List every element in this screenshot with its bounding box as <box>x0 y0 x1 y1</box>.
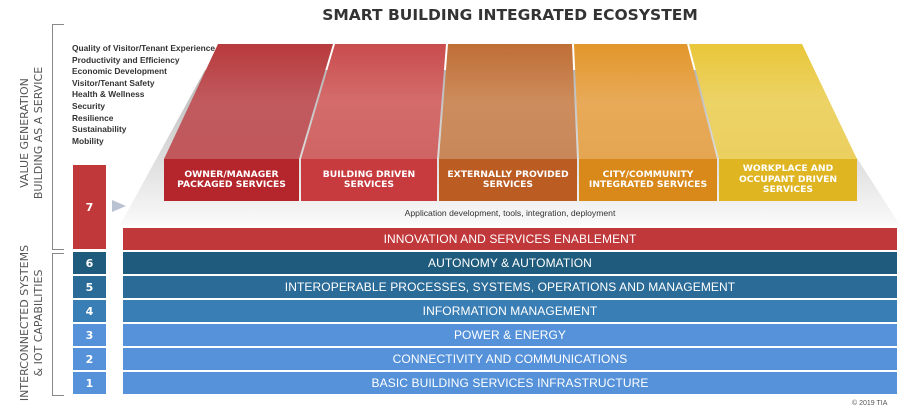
layer-number-7: 7 <box>73 165 106 249</box>
layer-number-6: 6 <box>73 252 106 274</box>
service-city-community: CITY/COMMUNITY INTEGRATED SERVICES <box>579 159 717 201</box>
layer-number-2: 2 <box>73 348 106 370</box>
value-attribute: Productivity and Efficiency <box>72 54 180 65</box>
service-building-driven: BUILDING DRIVEN SERVICES <box>301 159 437 201</box>
value-attribute: Sustainability <box>72 124 127 135</box>
layer-number-5: 5 <box>73 276 106 298</box>
layer-bar-interoperable: INTEROPERABLE PROCESSES, SYSTEMS, OPERAT… <box>123 276 897 298</box>
service-externally-provided: EXTERNALLY PROVIDED SERVICES <box>439 159 577 201</box>
interconnected-label: INTERCONNECTED SYSTEMS & IOT CAPABILITIE… <box>18 213 48 418</box>
layer-number-3: 3 <box>73 324 106 346</box>
value-attribute: Mobility <box>72 135 104 146</box>
value-generation-line-2: BUILDING AS A SERVICE <box>32 66 45 200</box>
layer-bar-connectivity: CONNECTIVITY AND COMMUNICATIONS <box>123 348 897 370</box>
value-attribute: Economic Development <box>72 66 167 77</box>
value-attribute: Resilience <box>72 112 114 123</box>
layer-number-1: 1 <box>73 372 106 394</box>
value-attribute: Visitor/Tenant Safety <box>72 77 155 88</box>
layer-bar-innovation: INNOVATION AND SERVICES ENABLEMENT <box>123 228 897 250</box>
interconnected-line-2: & IOT CAPABILITIES <box>32 269 45 377</box>
layer-number-4: 4 <box>73 300 106 322</box>
diagram-title: SMART BUILDING INTEGRATED ECOSYSTEM <box>322 6 698 24</box>
arrow-right-icon <box>112 200 126 212</box>
value-attribute: Health & Wellness <box>72 89 145 100</box>
value-attributes-list: Quality of Visitor/Tenant Experience Pro… <box>72 43 215 147</box>
platform-caption: Application development, tools, integrat… <box>404 208 616 218</box>
service-workplace-occupant: WORKPLACE AND OCCUPANT DRIVEN SERVICES <box>719 159 857 201</box>
value-generation-label: VALUE GENERATION BUILDING AS A SERVICE <box>18 23 48 243</box>
value-generation-line-1: VALUE GENERATION <box>18 78 31 188</box>
service-owner-manager: OWNER/MANAGER PACKAGED SERVICES <box>164 159 299 201</box>
copyright-notice: © 2019 TIA <box>852 400 888 407</box>
layer-bar-autonomy: AUTONOMY & AUTOMATION <box>123 252 897 274</box>
interconnected-bracket <box>52 253 64 396</box>
layer-bar-basic-infrastructure: BASIC BUILDING SERVICES INFRASTRUCTURE <box>123 372 897 394</box>
layer-bar-power: POWER & ENERGY <box>123 324 897 346</box>
value-attribute: Quality of Visitor/Tenant Experience <box>72 43 216 53</box>
layer-bar-information: INFORMATION MANAGEMENT <box>123 300 897 322</box>
interconnected-line-1: INTERCONNECTED SYSTEMS <box>18 244 31 402</box>
value-attribute: Security <box>72 100 106 111</box>
value-generation-bracket <box>52 24 64 250</box>
